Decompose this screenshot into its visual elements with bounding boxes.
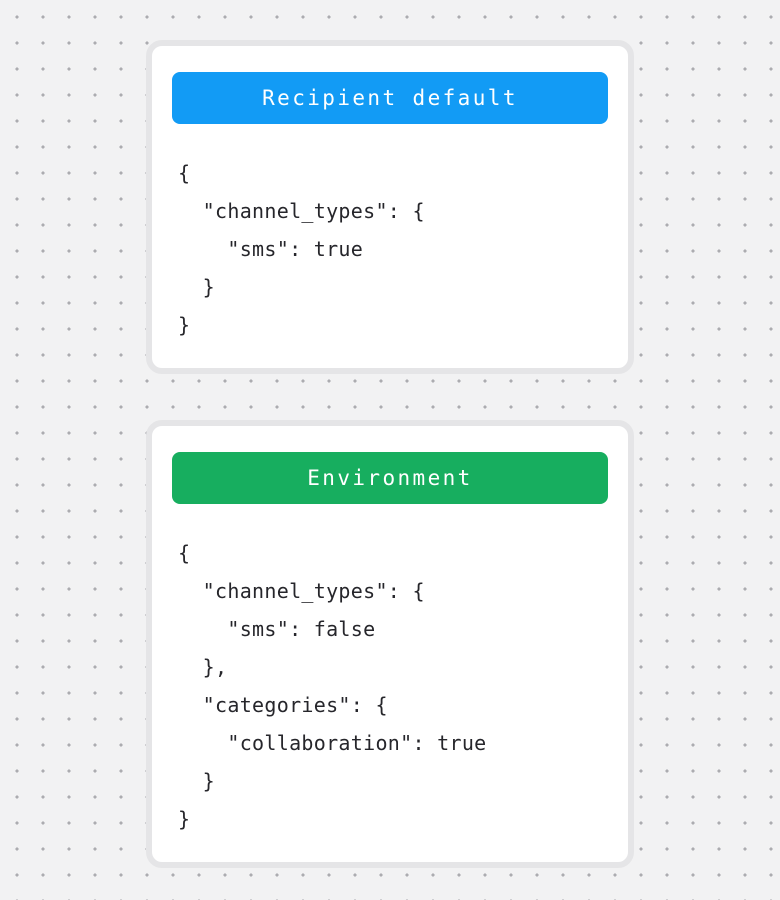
environment-badge: Environment (172, 452, 608, 504)
environment-json-code: { "channel_types": { "sms": false }, "ca… (178, 541, 487, 831)
card-environment: Environment { "channel_types": { "sms": … (146, 420, 634, 868)
recipient-default-badge: Recipient default (172, 72, 608, 124)
card-recipient-default: Recipient default { "channel_types": { "… (146, 40, 634, 374)
recipient-default-json-code: { "channel_types": { "sms": true } } (178, 161, 425, 337)
